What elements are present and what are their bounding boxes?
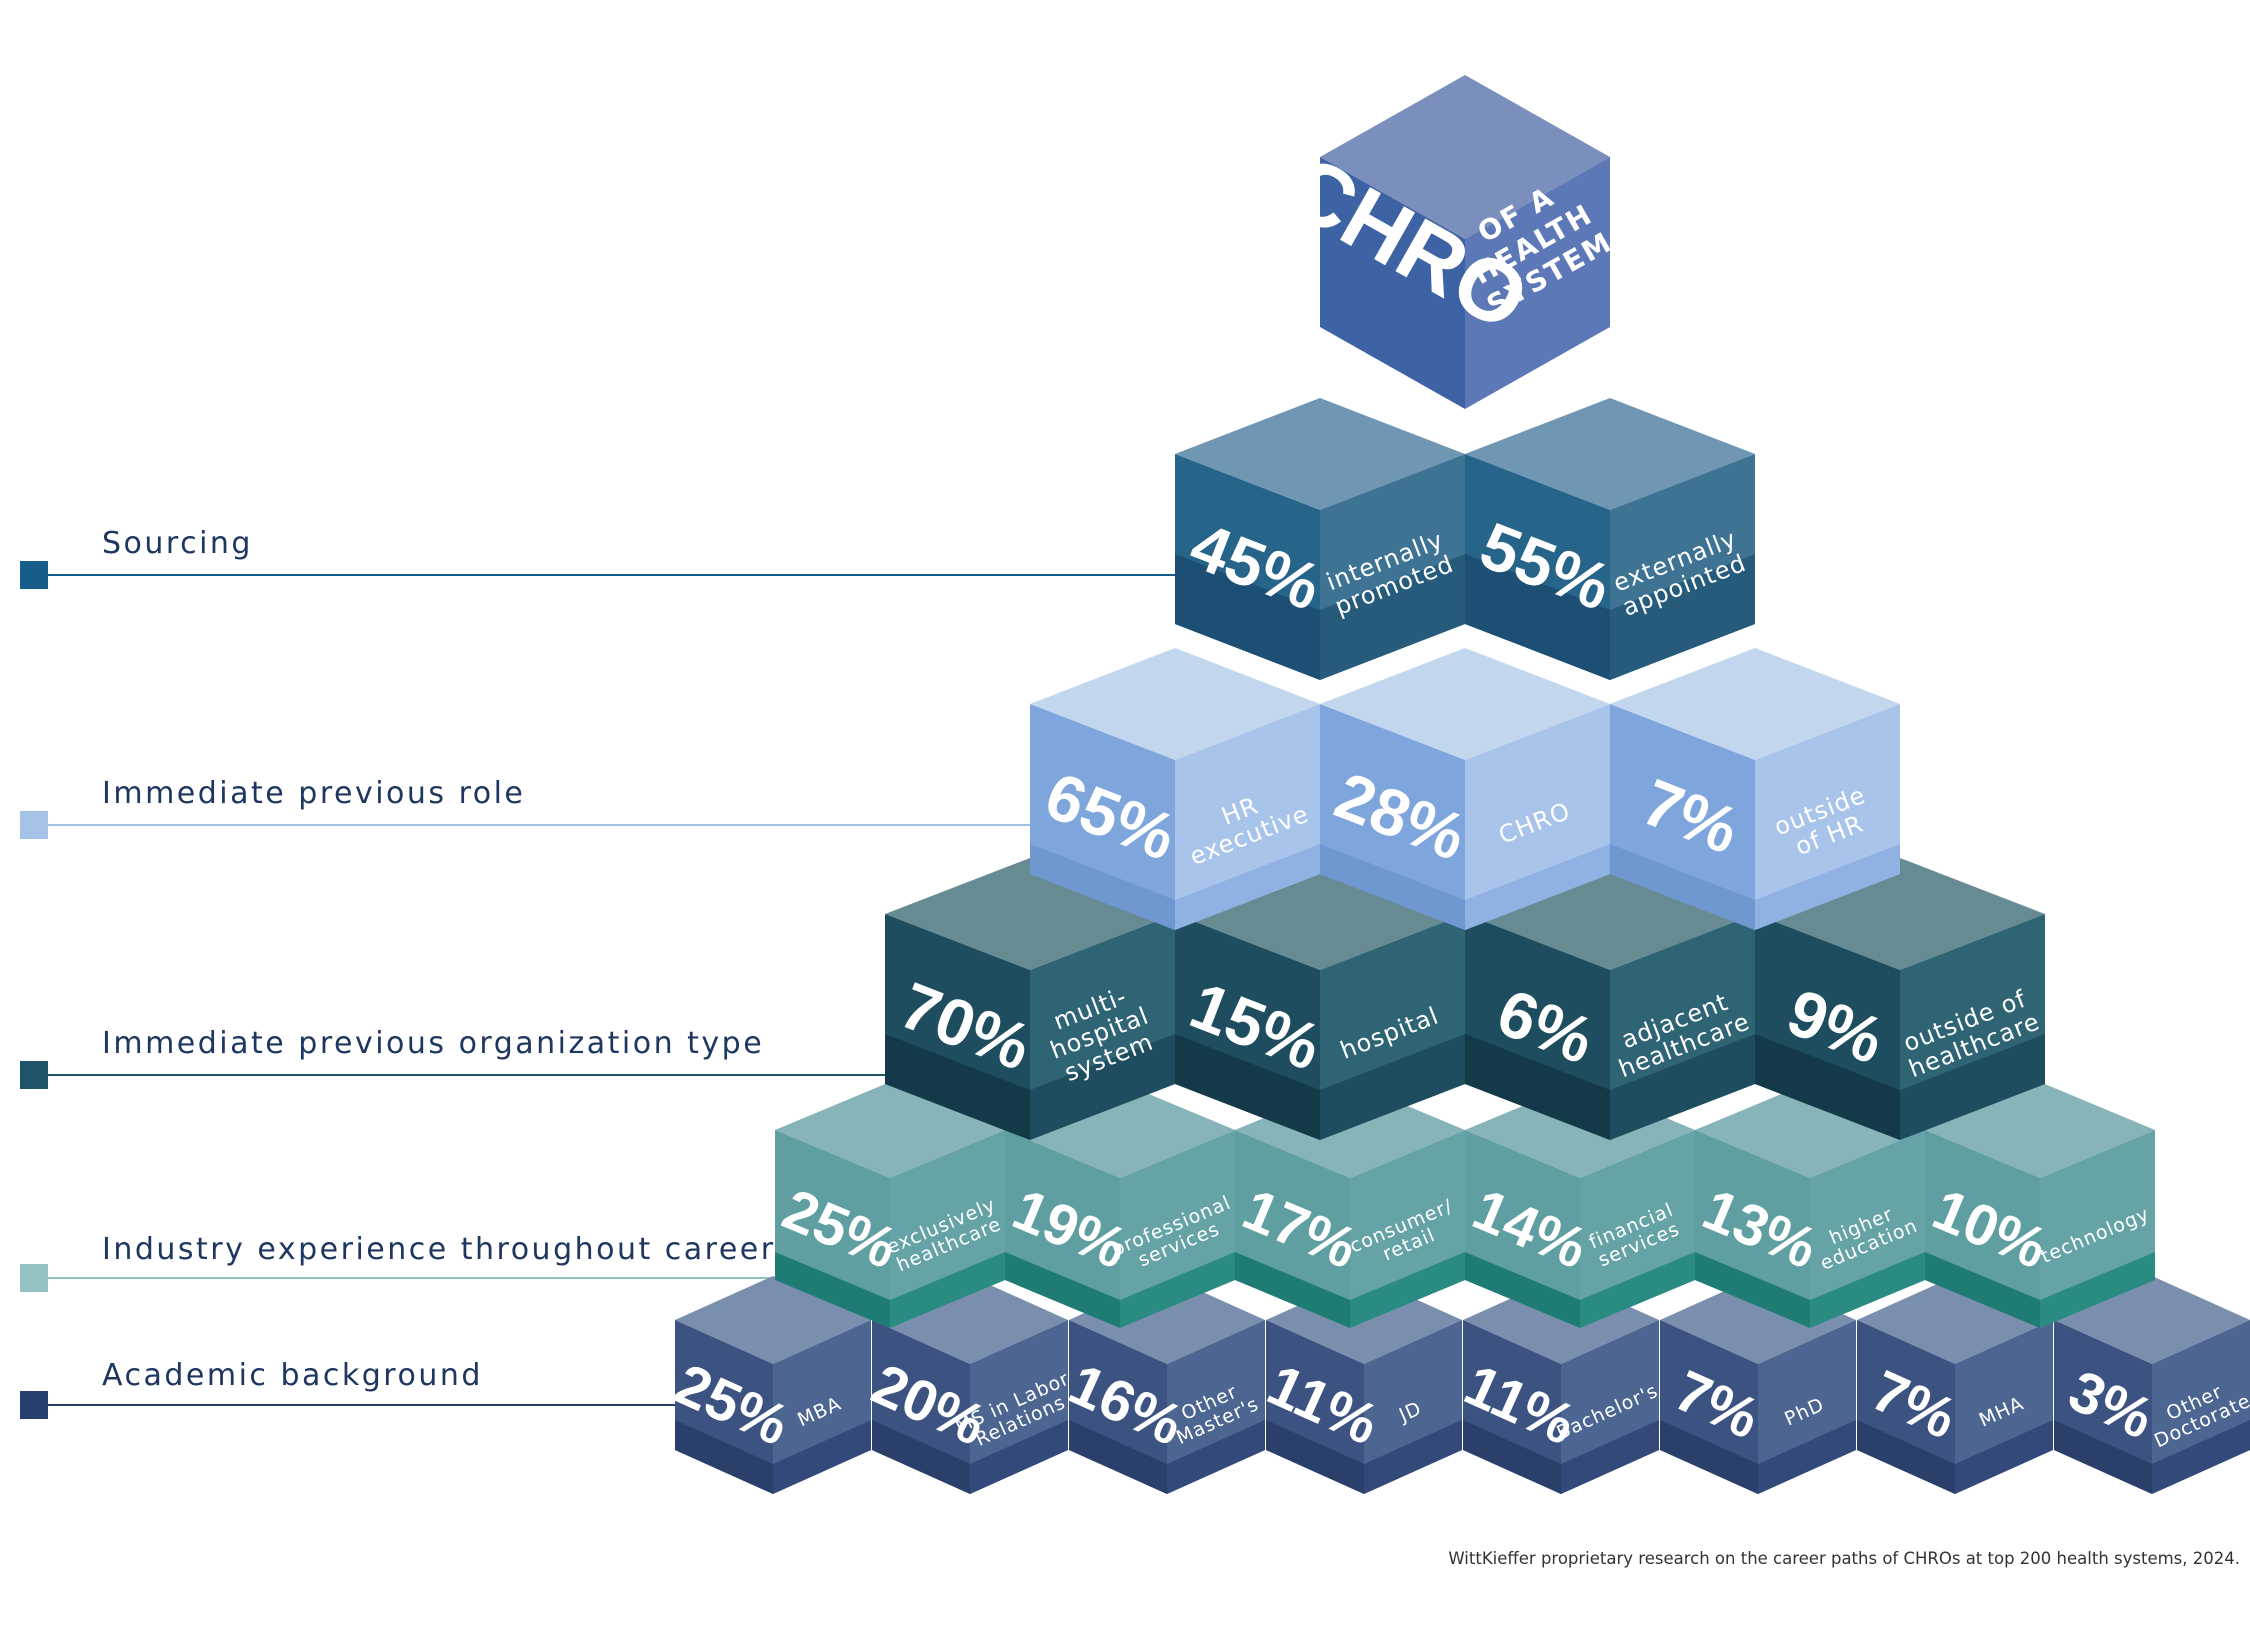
cube-right-band <box>890 1252 1005 1328</box>
cube-left-band <box>1465 1252 1580 1328</box>
cube-right-band <box>1364 1420 1462 1494</box>
cube-left-band <box>1175 554 1320 680</box>
cube-left-band <box>1660 1420 1758 1494</box>
legend-label: Immediate previous role <box>102 776 525 811</box>
cube-right-band <box>1561 1420 1659 1494</box>
cube-right-band <box>1610 1034 1755 1140</box>
cube-left-band <box>2054 1420 2152 1494</box>
cube-left-band <box>1755 1034 1900 1140</box>
cube-left-band <box>1925 1252 2040 1328</box>
cube-5-1: 25%MBA <box>666 1276 871 1494</box>
cube-5-4: 11%JD <box>1258 1276 1462 1494</box>
legend-item: Immediate previous organization type <box>20 1026 885 1089</box>
cube-right-band <box>1350 1252 1465 1328</box>
cube-left-band <box>675 1420 773 1494</box>
cube-4-6: 10%technology <box>1924 1082 2155 1328</box>
cube-4-3: 17%consumer/retail <box>1234 1082 1465 1328</box>
cube-5-6: 7%PhD <box>1660 1276 1856 1494</box>
cube-right-band <box>773 1420 871 1494</box>
cube-right-band <box>1167 1420 1265 1494</box>
cube-right-band <box>1955 1420 2053 1494</box>
cube-left-band <box>775 1252 890 1328</box>
legend-label: Immediate previous organization type <box>102 1026 764 1061</box>
legend-item: Industry experience throughout career <box>20 1232 776 1292</box>
cube-left-band <box>1463 1420 1561 1494</box>
cube-right-band <box>1758 1420 1856 1494</box>
cube-2-2: 28%CHRO <box>1320 648 1610 930</box>
cube-left-band <box>1235 1252 1350 1328</box>
legend-label: Industry experience throughout career <box>102 1232 776 1267</box>
cube-left-band <box>1266 1420 1364 1494</box>
cube-left-band <box>1857 1420 1955 1494</box>
cube-right-band <box>1580 1252 1695 1328</box>
legend-item: Academic background <box>20 1358 675 1419</box>
cube-right-band <box>1610 554 1755 680</box>
cube-right-band <box>1120 1252 1235 1328</box>
cube-left-band <box>885 1034 1030 1140</box>
cube-left-band <box>1030 844 1175 930</box>
cube-right-band <box>1755 844 1900 930</box>
cube-left-band <box>1320 844 1465 930</box>
cube-right-band <box>1810 1252 1925 1328</box>
cube-right-band <box>1030 1034 1175 1140</box>
cube-left-band <box>1175 1034 1320 1140</box>
cube-right-band <box>1900 1034 2045 1140</box>
cube-right-band <box>1175 844 1320 930</box>
legend-item: Immediate previous role <box>20 776 1030 839</box>
legend-label: Sourcing <box>102 526 253 561</box>
cube-left-band <box>1610 844 1755 930</box>
cube-left-band <box>1069 1420 1167 1494</box>
cube-right-band <box>2040 1252 2155 1328</box>
cube-left-face <box>1320 157 1465 409</box>
cube-left-band <box>1005 1252 1120 1328</box>
cube-left-band <box>1695 1252 1810 1328</box>
cube-left-band <box>1465 554 1610 680</box>
cube-left-band <box>872 1420 970 1494</box>
cube-right-band <box>2152 1420 2250 1494</box>
source-note: WittKieffer proprietary research on the … <box>1448 1549 2240 1568</box>
cube-right-face <box>1465 157 1610 409</box>
cube-right-band <box>970 1420 1068 1494</box>
cube-left-band <box>1465 1034 1610 1140</box>
legend-label: Academic background <box>102 1358 483 1393</box>
cube-right-band <box>1320 554 1465 680</box>
legend-item: Sourcing <box>20 526 1175 589</box>
cube-right-band <box>1465 844 1610 930</box>
cube-right-band <box>1320 1034 1465 1140</box>
